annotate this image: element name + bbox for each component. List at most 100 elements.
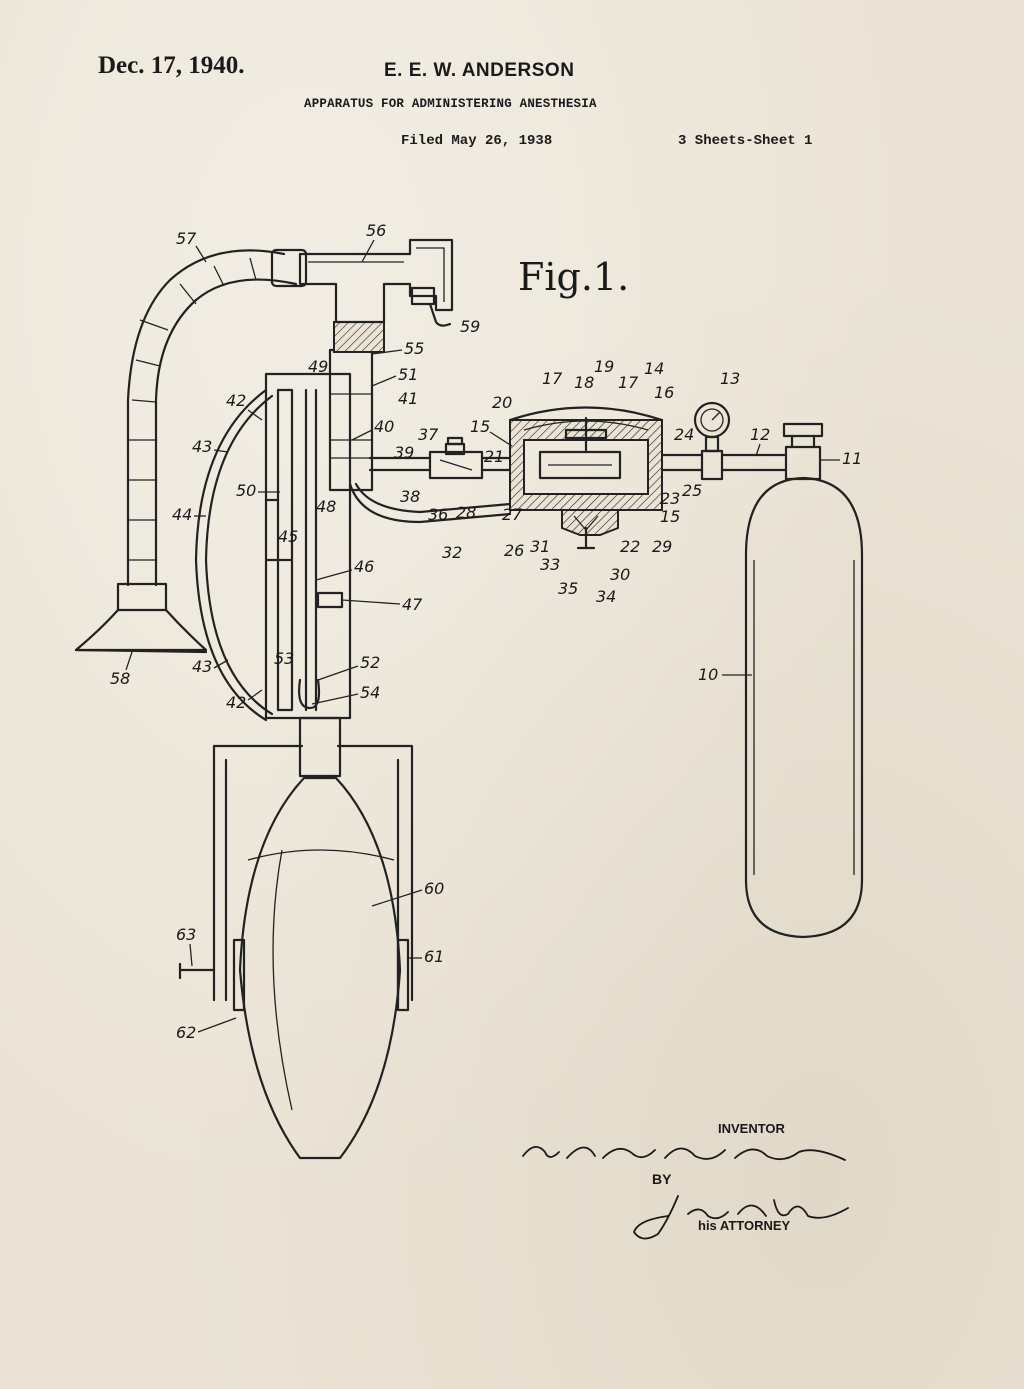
svg-text:57: 57: [176, 229, 197, 248]
numeral-17b: 17: [618, 373, 639, 392]
numeral-42a: 42: [226, 391, 263, 421]
svg-text:14: 14: [644, 359, 664, 378]
svg-text:54: 54: [360, 683, 380, 702]
exhalation-fitting: [298, 238, 454, 327]
numeral-37: 37: [418, 425, 439, 444]
numeral-24: 24: [674, 425, 694, 444]
svg-text:23: 23: [660, 489, 680, 508]
numeral-57: 57: [176, 229, 207, 263]
numeral-22: 22: [620, 537, 640, 556]
svg-text:16: 16: [654, 383, 674, 402]
pressure-gauge: [693, 401, 731, 481]
gas-cylinder: [744, 422, 864, 939]
numeral-23: 23: [660, 489, 680, 508]
numeral-13: 13: [720, 369, 740, 388]
svg-text:31: 31: [530, 537, 550, 556]
svg-text:56: 56: [366, 221, 386, 240]
svg-text:18: 18: [574, 373, 594, 392]
filed-date: Filed May 26, 1938: [401, 133, 553, 149]
svg-text:11: 11: [842, 449, 862, 468]
svg-text:63: 63: [176, 925, 196, 944]
svg-text:55: 55: [404, 339, 424, 358]
svg-text:28: 28: [456, 503, 476, 522]
attorney-label: his ATTORNEY: [698, 1218, 791, 1233]
numeral-63: 63: [176, 925, 196, 967]
svg-text:53: 53: [274, 649, 294, 668]
numeral-27: 27: [502, 505, 523, 524]
numeral-43b: 43: [192, 657, 229, 676]
numeral-39: 39: [394, 443, 414, 462]
breathing-bag: [178, 716, 414, 1160]
control-valve: [428, 436, 484, 480]
svg-text:12: 12: [750, 425, 770, 444]
svg-text:42: 42: [226, 391, 246, 410]
svg-text:40: 40: [374, 417, 394, 436]
numeral-47: 47: [341, 595, 423, 614]
numeral-28: 28: [456, 503, 476, 522]
patent-date: Dec. 17, 1940.: [98, 52, 245, 79]
supply-pipe: [660, 453, 788, 472]
svg-text:25: 25: [682, 481, 702, 500]
svg-text:30: 30: [610, 565, 630, 584]
breathing-bag-cover: [194, 388, 274, 722]
svg-text:58: 58: [110, 669, 130, 688]
numeral-43a: 43: [192, 437, 229, 456]
numeral-12: 12: [750, 425, 770, 457]
svg-text:24: 24: [674, 425, 694, 444]
numeral-21: 21: [484, 447, 504, 466]
numeral-16: 16: [654, 383, 674, 402]
svg-text:17: 17: [542, 369, 563, 388]
numeral-29: 29: [652, 537, 672, 556]
numeral-38: 38: [400, 487, 420, 506]
svg-text:44: 44: [172, 505, 192, 524]
numeral-32: 32: [442, 543, 462, 562]
svg-text:51: 51: [398, 365, 418, 384]
numeral-49: 49: [308, 357, 328, 376]
numeral-62: 62: [176, 1017, 237, 1042]
inventor-name: E. E. W. ANDERSON: [384, 60, 575, 81]
numeral-58: 58: [110, 651, 133, 688]
numeral-53: 53: [274, 649, 294, 668]
numeral-36: 36: [428, 505, 448, 524]
numeral-35: 35: [558, 579, 578, 598]
numeral-26: 26: [504, 541, 524, 560]
svg-text:26: 26: [504, 541, 524, 560]
numeral-10: 10: [698, 665, 752, 684]
svg-text:17: 17: [618, 373, 639, 392]
svg-text:61: 61: [424, 947, 444, 966]
numeral-42b: 42: [226, 689, 263, 712]
numeral-60: 60: [371, 879, 444, 907]
svg-text:46: 46: [354, 557, 374, 576]
pressure-regulator: [508, 406, 664, 550]
svg-text:38: 38: [400, 487, 420, 506]
sheet-count: 3 Sheets-Sheet 1: [678, 133, 813, 149]
numeral-15a: 15: [470, 417, 513, 447]
svg-text:59: 59: [460, 317, 480, 336]
svg-text:15: 15: [470, 417, 490, 436]
outlet-line: [368, 456, 512, 472]
face-mask: [74, 582, 208, 654]
svg-text:39: 39: [394, 443, 414, 462]
svg-text:27: 27: [502, 505, 523, 524]
numeral-41: 41: [398, 389, 418, 408]
numeral-14: 14: [644, 359, 664, 378]
numeral-30: 30: [610, 565, 630, 584]
numeral-48: 48: [316, 497, 336, 516]
numeral-54: 54: [311, 683, 380, 705]
numeral-51: 51: [371, 365, 418, 387]
svg-text:49: 49: [308, 357, 328, 376]
svg-text:36: 36: [428, 505, 448, 524]
svg-text:52: 52: [360, 653, 380, 672]
numeral-46: 46: [315, 557, 374, 581]
numeral-44: 44: [172, 505, 206, 524]
inventor-signature: [522, 1146, 846, 1161]
svg-text:22: 22: [620, 537, 640, 556]
numeral-52: 52: [317, 653, 380, 681]
numeral-34: 34: [596, 587, 616, 606]
by-label: BY: [652, 1171, 672, 1187]
numeral-50: 50: [236, 481, 280, 500]
svg-text:43: 43: [192, 437, 212, 456]
svg-text:34: 34: [596, 587, 616, 606]
svg-text:45: 45: [278, 527, 298, 546]
